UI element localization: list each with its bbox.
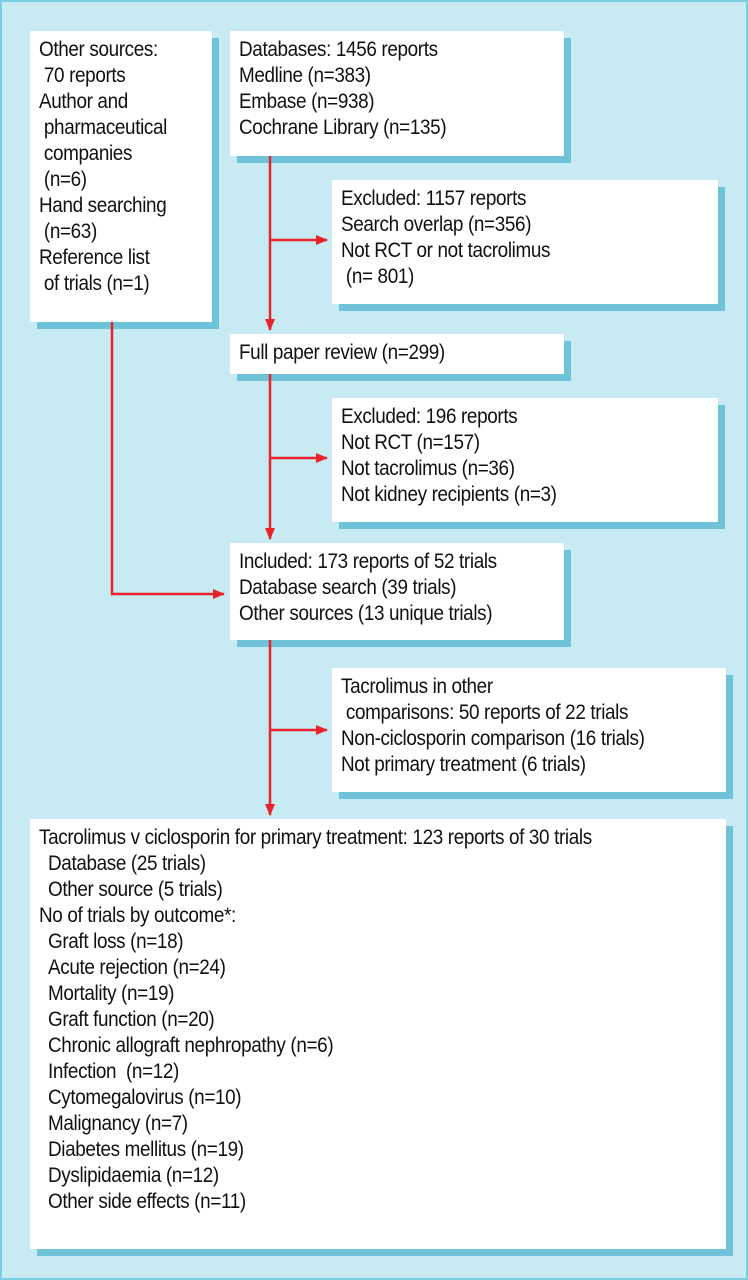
outcome-item: Malignancy (n=7) xyxy=(48,1112,188,1135)
other-comparisons-box: Tacrolimus in other comparisons: 50 repo… xyxy=(332,668,726,792)
excluded-1157-line: (n= 801) xyxy=(341,265,414,288)
other-sources-line: Hand searching xyxy=(39,194,167,217)
included-line: Other sources (13 unique trials) xyxy=(239,602,493,625)
other-sources-line: companies xyxy=(39,142,133,165)
other-sources-line: Reference list xyxy=(39,246,150,269)
other-sources-line: of trials (n=1) xyxy=(39,272,150,295)
outcome-item: Cytomegalovirus (n=10) xyxy=(48,1086,242,1109)
included-line: Database search (39 trials) xyxy=(239,576,457,599)
other-sources-box: Other sources: 70 reports Author and pha… xyxy=(30,31,212,322)
outcome-item: Graft function (n=20) xyxy=(48,1008,215,1031)
databases-line: Cochrane Library (n=135) xyxy=(239,116,447,139)
excluded-1157-box: Excluded: 1157 reports Search overlap (n… xyxy=(332,180,718,304)
other-sources-line: Other sources: xyxy=(39,38,158,61)
outcome-item: Diabetes mellitus (n=19) xyxy=(48,1138,244,1161)
full-paper-review-line: Full paper review (n=299) xyxy=(239,341,445,364)
excluded-1157-line: Not RCT or not tacrolimus xyxy=(341,239,551,262)
other-comparisons-line: comparisons: 50 reports of 22 trials xyxy=(341,701,629,724)
outcome-item: Graft loss (n=18) xyxy=(48,930,184,953)
outcome-item: Dyslipidaemia (n=12) xyxy=(48,1164,219,1187)
final-title: Tacrolimus v ciclosporin for primary tre… xyxy=(39,826,592,849)
other-comparisons-line: Not primary treatment (6 trials) xyxy=(341,753,586,776)
final-source-line: Database (25 trials) xyxy=(48,852,206,875)
outcome-item: Other side effects (n=11) xyxy=(48,1190,246,1213)
other-comparisons-line: Tacrolimus in other xyxy=(341,675,493,698)
excluded-196-box: Excluded: 196 reports Not RCT (n=157) No… xyxy=(332,398,718,522)
excluded-1157-line: Excluded: 1157 reports xyxy=(341,187,527,210)
outcome-item: Infection (n=12) xyxy=(48,1060,179,1083)
other-comparisons-line: Non-ciclosporin comparison (16 trials) xyxy=(341,727,645,750)
other-sources-line: Author and xyxy=(39,90,128,113)
outcome-item: Acute rejection (n=24) xyxy=(48,956,226,979)
included-box: Included: 173 reports of 52 trials Datab… xyxy=(230,543,564,640)
databases-line: Embase (n=938) xyxy=(239,90,375,113)
other-sources-line: pharmaceutical xyxy=(39,116,168,139)
other-sources-line: 70 reports xyxy=(39,64,126,87)
databases-box: Databases: 1456 reports Medline (n=383) … xyxy=(230,31,564,156)
excluded-196-line: Not tacrolimus (n=36) xyxy=(341,457,515,480)
full-paper-review-box: Full paper review (n=299) xyxy=(230,334,564,374)
outcome-header: No of trials by outcome*: xyxy=(39,904,236,927)
other-sources-line: (n=63) xyxy=(39,220,97,243)
final-included-box: Tacrolimus v ciclosporin for primary tre… xyxy=(30,819,726,1249)
excluded-196-line: Excluded: 196 reports xyxy=(341,405,518,428)
databases-line: Medline (n=383) xyxy=(239,64,371,87)
databases-line: Databases: 1456 reports xyxy=(239,38,438,61)
other-sources-line: (n=6) xyxy=(39,168,87,191)
outcome-item: Chronic allograft nephropathy (n=6) xyxy=(48,1034,334,1057)
included-line: Included: 173 reports of 52 trials xyxy=(239,550,497,573)
excluded-196-line: Not RCT (n=157) xyxy=(341,431,480,454)
final-source-line: Other source (5 trials) xyxy=(48,878,223,901)
arrow-other-sources-to-included xyxy=(110,322,225,599)
excluded-1157-line: Search overlap (n=356) xyxy=(341,213,532,236)
excluded-196-line: Not kidney recipients (n=3) xyxy=(341,483,557,506)
outcome-item: Mortality (n=19) xyxy=(48,982,175,1005)
